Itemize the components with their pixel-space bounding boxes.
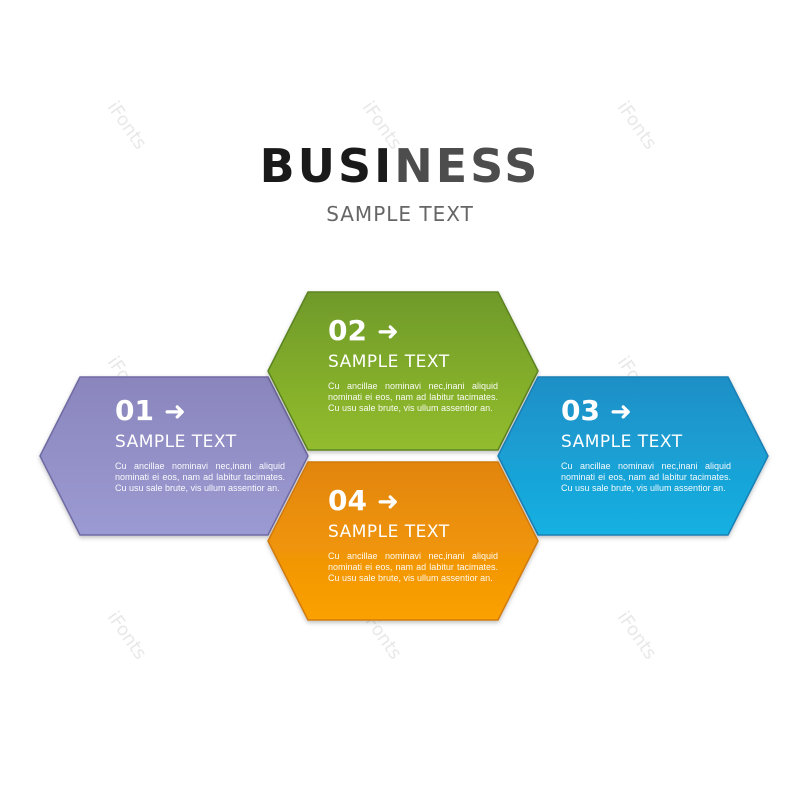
- card-03: 03 ➜ SAMPLE TEXT Cu ancillae nominavi nec…: [561, 395, 731, 494]
- card-number: 02: [328, 314, 367, 347]
- card-body: Cu ancillae nominavi nec,inani aliquid n…: [115, 461, 285, 493]
- card-title: SAMPLE TEXT: [328, 522, 450, 542]
- hexagon-01: [39, 376, 309, 536]
- card-body: Cu ancillae nominavi nec,inani aliquid n…: [328, 381, 498, 413]
- title-part-dark: BUSI: [259, 139, 395, 193]
- card-number: 01: [115, 394, 154, 427]
- card-title: SAMPLE TEXT: [328, 352, 450, 372]
- arrow-right-icon: ➜: [376, 317, 399, 347]
- card-01: 01 ➜ SAMPLE TEXT Cu ancillae nominavi nec…: [115, 395, 285, 494]
- card-body: Cu ancillae nominavi nec,inani aliquid n…: [561, 461, 731, 493]
- card-04: 04 ➜ SAMPLE TEXT Cu ancillae nominavi nec…: [328, 485, 498, 584]
- card-02: 02 ➜ SAMPLE TEXT Cu ancillae nominavi nec…: [328, 315, 498, 414]
- card-number: 04: [328, 484, 367, 517]
- title-part-gray: NESS: [394, 139, 541, 193]
- page-subtitle: SAMPLE TEXT: [326, 202, 474, 226]
- page-title: BUSINESS: [0, 140, 800, 192]
- card-number: 03: [561, 394, 600, 427]
- arrow-right-icon: ➜: [163, 397, 186, 427]
- card-body: Cu ancillae nominavi nec,inani aliquid n…: [328, 551, 498, 583]
- hexagon-02: [267, 291, 539, 451]
- card-title: SAMPLE TEXT: [115, 432, 237, 452]
- hexagon-04: [267, 461, 539, 621]
- hexagon-03: [497, 376, 769, 536]
- arrow-right-icon: ➜: [609, 397, 632, 427]
- arrow-right-icon: ➜: [376, 487, 399, 517]
- card-title: SAMPLE TEXT: [561, 432, 683, 452]
